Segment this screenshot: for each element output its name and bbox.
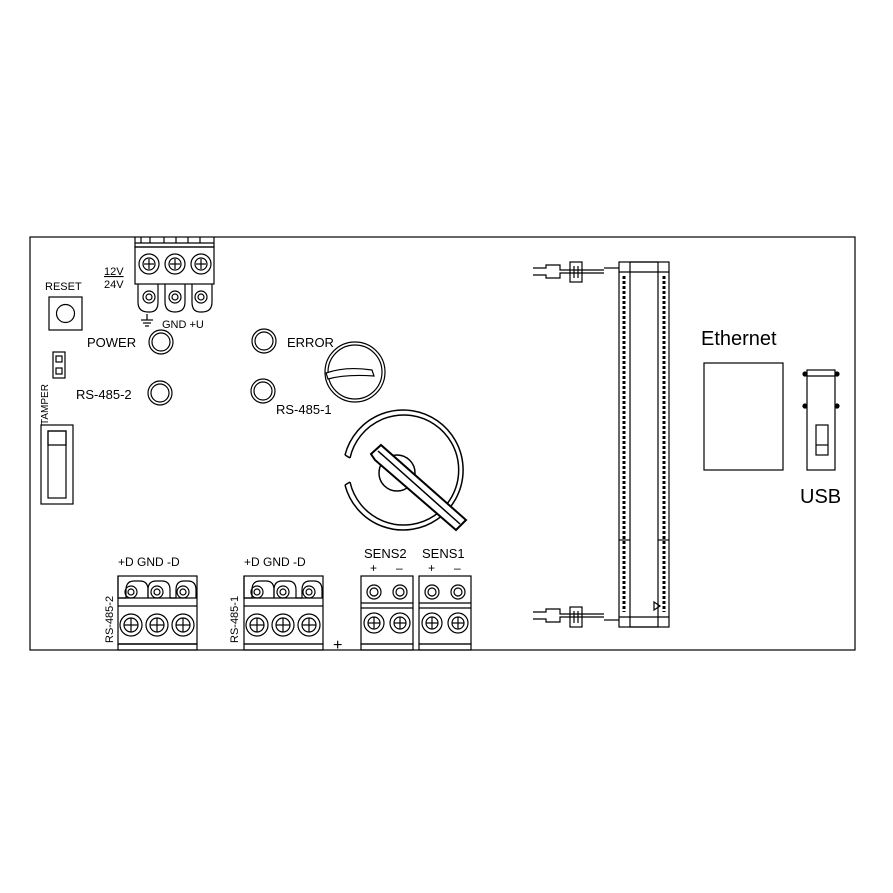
reset-button[interactable] [48, 296, 83, 331]
rs485-2-pins-label: +D GND -D [118, 555, 180, 569]
tamper-jumper[interactable] [52, 351, 66, 379]
tamper-label: TAMPER [40, 384, 51, 425]
rs485-1-pins-label: +D GND -D [244, 555, 306, 569]
tamper-switch[interactable] [40, 424, 74, 505]
led-power [148, 329, 174, 355]
power-terminal-block [134, 237, 215, 327]
sens2-terminal-block [360, 575, 414, 651]
usb-label: USB [800, 486, 841, 508]
rs485-1-terminal-label: RS-485-1 [229, 596, 241, 643]
sens2-label: SENS2 [364, 546, 407, 561]
led-error [251, 328, 277, 354]
led-rs485-1-label: RS-485-1 [276, 402, 332, 417]
battery-holder [344, 409, 468, 532]
led-rs485-1 [250, 378, 276, 404]
rs485-1-terminal-block [243, 575, 324, 651]
power-voltage-12v: 12V [104, 266, 124, 278]
sens2-minus: – [396, 561, 403, 575]
sens1-label: SENS1 [422, 546, 465, 561]
ethernet-port[interactable] [703, 362, 784, 471]
led-rs485-2 [147, 380, 173, 406]
sens1-minus: – [454, 561, 461, 575]
ethernet-label: Ethernet [701, 328, 777, 350]
led-power-label: POWER [87, 335, 136, 350]
rs485-2-terminal-label: RS-485-2 [104, 596, 116, 643]
usb-port[interactable] [802, 369, 840, 471]
power-pins-label: GND +U [162, 319, 204, 331]
reset-label: RESET [45, 281, 82, 293]
plus-mark: + [333, 637, 342, 654]
board-outline [29, 236, 856, 651]
sens1-terminal-block [418, 575, 472, 651]
led-error-label: ERROR [287, 335, 334, 350]
sens1-plus: + [428, 561, 435, 575]
buzzer [324, 341, 386, 403]
sens2-plus: + [370, 561, 377, 575]
memory-slot [533, 261, 670, 628]
rs485-2-terminal-block [117, 575, 198, 651]
power-voltage-24v: 24V [104, 279, 124, 291]
led-rs485-2-label: RS-485-2 [76, 387, 132, 402]
